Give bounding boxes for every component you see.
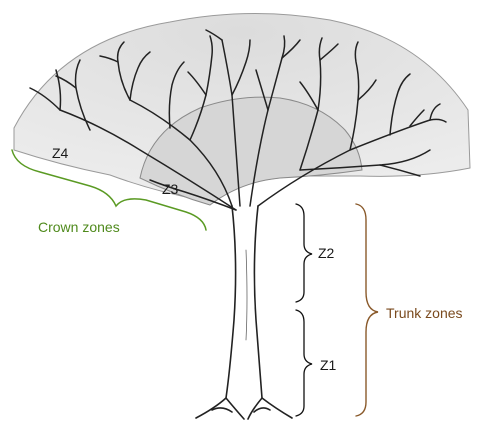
trunk-zones-label: Trunk zones bbox=[386, 305, 463, 321]
z1-label: Z1 bbox=[320, 357, 337, 373]
z2-label: Z2 bbox=[318, 245, 335, 261]
z1-brace bbox=[296, 310, 312, 416]
tree-trunk bbox=[196, 206, 292, 419]
crown-zones-label: Crown zones bbox=[38, 219, 120, 235]
z4-label: Z4 bbox=[52, 145, 69, 161]
z3-label: Z3 bbox=[162, 181, 179, 197]
z2-brace bbox=[296, 204, 312, 302]
trunk-zones-brace bbox=[356, 204, 378, 416]
